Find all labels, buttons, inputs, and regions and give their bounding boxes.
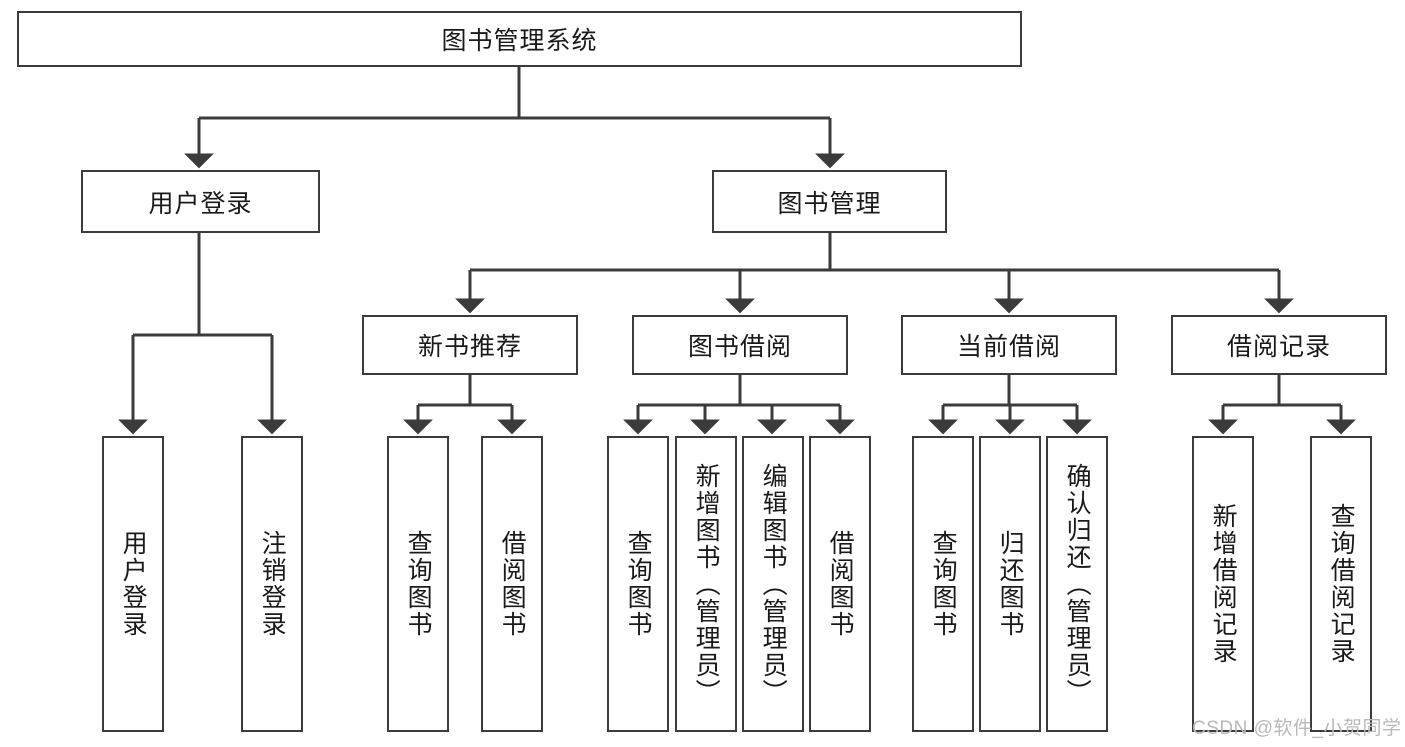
- node-leaf-confirm-return[interactable]: 确认归还（管理员）: [1046, 436, 1108, 732]
- node-leaf-logout[interactable]: 注销登录: [241, 436, 303, 732]
- node-leaf-add-book[interactable]: 新增图书（管理员）: [675, 436, 737, 732]
- node-leaf-return-book-label: 归还图书: [996, 530, 1025, 638]
- node-leaf-user-login-label: 用户登录: [119, 530, 148, 638]
- node-user-login[interactable]: 用户登录: [81, 170, 320, 233]
- node-leaf-borrow-book-new[interactable]: 借阅图书: [481, 436, 543, 732]
- node-leaf-query-book-new-label: 查询图书: [404, 530, 433, 638]
- node-new-book-recommend[interactable]: 新书推荐: [362, 315, 578, 375]
- node-leaf-user-login[interactable]: 用户登录: [102, 436, 164, 732]
- node-book-borrow-label: 图书借阅: [687, 333, 792, 361]
- node-borrow-record-label: 借阅记录: [1226, 333, 1331, 361]
- node-leaf-return-book[interactable]: 归还图书: [979, 436, 1041, 732]
- node-leaf-logout-label: 注销登录: [258, 530, 287, 638]
- node-borrow-record[interactable]: 借阅记录: [1171, 315, 1387, 375]
- node-leaf-borrow-book[interactable]: 借阅图书: [809, 436, 871, 732]
- node-leaf-query-borrow-record-label: 查询借阅记录: [1327, 503, 1356, 665]
- node-current-borrow-label: 当前借阅: [956, 333, 1061, 361]
- node-root-label: 图书管理系统: [441, 27, 598, 55]
- node-leaf-add-book-label: 新增图书（管理员）: [692, 462, 721, 706]
- node-leaf-query-book-current-label: 查询图书: [929, 530, 958, 638]
- node-leaf-add-borrow-record[interactable]: 新增借阅记录: [1192, 436, 1254, 732]
- node-leaf-add-borrow-record-label: 新增借阅记录: [1209, 503, 1238, 665]
- node-book-borrow[interactable]: 图书借阅: [632, 315, 848, 375]
- node-new-book-recommend-label: 新书推荐: [417, 333, 522, 361]
- node-leaf-confirm-return-label: 确认归还（管理员）: [1063, 462, 1092, 706]
- node-leaf-borrow-book-new-label: 借阅图书: [498, 530, 527, 638]
- node-leaf-edit-book[interactable]: 编辑图书（管理员）: [742, 436, 804, 732]
- node-root[interactable]: 图书管理系统: [17, 11, 1022, 67]
- node-book-management-label: 图书管理: [777, 189, 882, 218]
- node-leaf-query-book-borrow-label: 查询图书: [624, 530, 653, 638]
- node-leaf-borrow-book-label: 借阅图书: [826, 530, 855, 638]
- node-leaf-query-borrow-record[interactable]: 查询借阅记录: [1310, 436, 1372, 732]
- node-book-management[interactable]: 图书管理: [712, 170, 947, 233]
- node-leaf-query-book-current[interactable]: 查询图书: [912, 436, 974, 732]
- node-user-login-label: 用户登录: [148, 189, 253, 218]
- csdn-watermark: CSDN @软件_小贺同学: [1192, 718, 1402, 739]
- node-leaf-query-book-borrow[interactable]: 查询图书: [607, 436, 669, 732]
- node-leaf-query-book-new[interactable]: 查询图书: [387, 436, 449, 732]
- node-leaf-edit-book-label: 编辑图书（管理员）: [759, 462, 788, 706]
- node-current-borrow[interactable]: 当前借阅: [901, 315, 1117, 375]
